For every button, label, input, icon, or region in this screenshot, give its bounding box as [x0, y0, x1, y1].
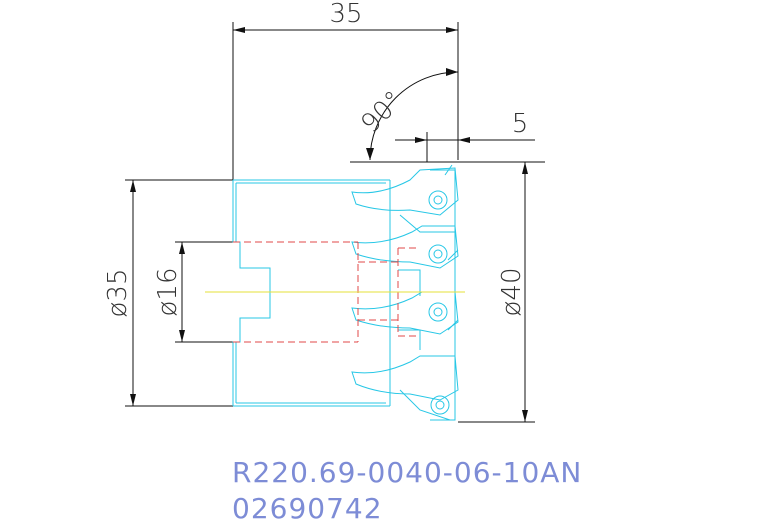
cutting-inserts [351, 164, 459, 421]
angle-label: 90° [355, 85, 409, 139]
offset-dimension: 5 [395, 109, 535, 162]
bore-diameter-dimension: ø16 [153, 241, 233, 343]
cutting-diameter-dimension: ø40 [458, 161, 545, 423]
cutting-diameter-label: ø40 [497, 268, 527, 317]
order-code: 02690742 [232, 492, 383, 523]
offset-label: 5 [512, 109, 529, 139]
body-diameter-dimension: ø35 [103, 179, 233, 407]
tool-body-outline [232, 179, 391, 407]
bore-diameter-label: ø16 [153, 268, 183, 317]
length-label: 35 [329, 0, 362, 29]
part-number: R220.69-0040-06-10AN [232, 456, 582, 489]
length-dimension: 35 [232, 0, 459, 180]
body-diameter-label: ø35 [103, 269, 133, 318]
